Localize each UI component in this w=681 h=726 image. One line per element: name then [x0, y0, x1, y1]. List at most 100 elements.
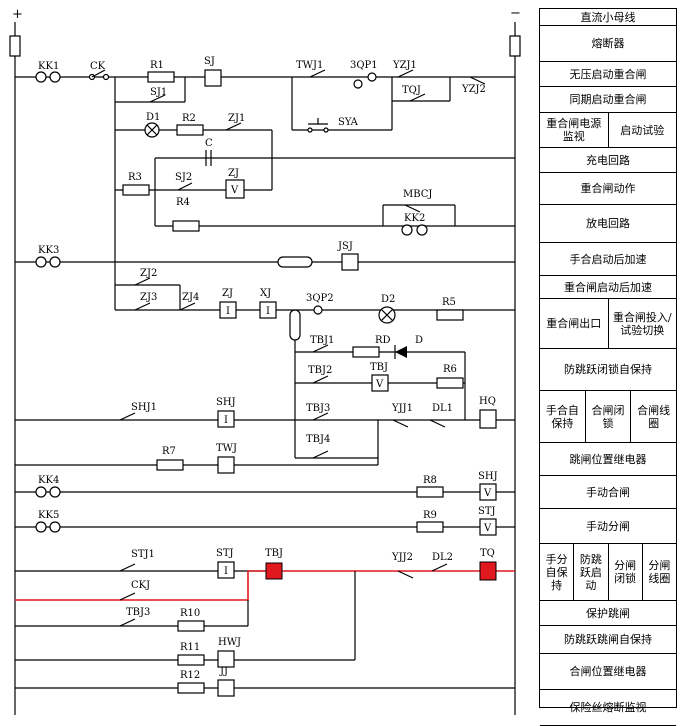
- table-cell: 无压启动重合闸: [569, 67, 647, 81]
- resistor-r8: [416, 486, 444, 498]
- table-cell: 防跳跃闭锁自保持: [564, 363, 652, 376]
- label-r4: R4: [176, 197, 190, 208]
- label-r10: R10: [180, 608, 200, 619]
- table-cell: 合闸线圈: [637, 403, 671, 430]
- label-jj: JJ: [219, 666, 228, 677]
- table-row: 保险丝熔断监视: [540, 690, 676, 726]
- table-cell: 手动合闸: [586, 485, 630, 499]
- label-xj: XJ: [260, 288, 271, 299]
- label-hq: HQ: [479, 396, 496, 407]
- label-ckj: CKJ: [131, 580, 150, 591]
- table-row: 手动合闸: [540, 476, 676, 509]
- table-cell: 手合启动后加速: [569, 252, 647, 266]
- label-3qp2: 3QP2: [306, 293, 334, 304]
- label-kk1: KK1: [38, 61, 59, 72]
- label-mbcj: MBCJ: [403, 189, 432, 200]
- table-cell: 跳闸位置继电器: [569, 452, 647, 466]
- label-zj: ZJ: [228, 168, 239, 179]
- label-shj-2: SHJ: [478, 471, 498, 482]
- label-xj-i: I: [266, 306, 270, 317]
- table-cell: 分闸闭锁: [609, 544, 643, 600]
- label-tbj: TBJ: [370, 362, 388, 373]
- coil-tq: [479, 561, 497, 581]
- label-tqj: TQJ: [402, 85, 421, 96]
- resistor-r6: [436, 377, 464, 389]
- table-row: 防跳跃闭锁自保持: [540, 349, 676, 391]
- label-tq: TQ: [480, 548, 495, 559]
- table-cell: 重合闸电源监视: [540, 113, 609, 147]
- label-yzj2: YZJ2: [461, 84, 486, 95]
- label-tbj-v: V: [375, 379, 384, 390]
- table-row: 跳闸位置继电器: [540, 443, 676, 476]
- table-row: 手合自保持合闸闭锁合闸线圈: [540, 391, 676, 443]
- table-cell: 启动试验: [620, 123, 665, 137]
- resistor-r3: [122, 184, 150, 196]
- resistor-r2: [176, 124, 204, 136]
- table-row: 防跳跃跳闸自保持: [540, 626, 676, 654]
- label-yjj1: YJJ1: [391, 403, 413, 414]
- label-dl2: DL2: [432, 552, 453, 563]
- label-stj-i: I: [224, 566, 228, 577]
- label-shj1: SHJ1: [131, 402, 157, 413]
- table-cell: 重合闸启动后加速: [564, 280, 652, 294]
- table-cell: 防跳跃跳闸自保持: [564, 633, 652, 646]
- label-zj4: ZJ4: [182, 292, 199, 303]
- label-r11: R11: [180, 642, 200, 653]
- resistor-r9: [416, 521, 444, 533]
- coil-tbj: [265, 562, 283, 580]
- table-row: 充电回路: [540, 148, 676, 173]
- label-tbj3-2: TBJ3: [126, 607, 150, 618]
- label-kk2: KK2: [404, 213, 425, 224]
- label-zj-v: V: [230, 185, 239, 196]
- table-cell: 合闸位置继电器: [569, 665, 647, 678]
- resistor-r12: [177, 682, 205, 694]
- label-tbj-2: TBJ: [265, 548, 283, 559]
- table-cell: 防跳跃启动: [574, 544, 609, 600]
- table-row: 重合闸出口重合闸投入/试验切换: [540, 299, 676, 349]
- relay-hwj: [217, 650, 235, 668]
- label-sya: SYA: [338, 117, 359, 128]
- table-row: 直流小母线: [540, 9, 676, 26]
- relay-zj-i: [219, 301, 237, 319]
- relay-jj: [217, 679, 235, 697]
- label-shj-i: I: [224, 415, 228, 426]
- label-yjj2: YJJ2: [391, 552, 413, 563]
- diode-d: [395, 346, 407, 358]
- table-cell: 熔断器: [591, 37, 625, 50]
- label-stj: STJ: [216, 548, 234, 559]
- label-3qp1: 3QP1: [350, 60, 378, 71]
- table-row: 放电回路: [540, 205, 676, 243]
- relay-jsj: [341, 253, 359, 271]
- label-d2: D2: [381, 294, 395, 305]
- label-sj: SJ: [204, 56, 215, 67]
- table-cell: 手动分闸: [586, 519, 630, 533]
- table-cell: 充电回路: [586, 153, 630, 167]
- resistor-r5: [436, 309, 464, 321]
- table-cell: 分闸线圈: [648, 559, 671, 585]
- label-zj2: ZJ2: [140, 268, 157, 279]
- relay-twj: [217, 456, 235, 474]
- relay-stj-v: [479, 518, 497, 536]
- label-stj1: STJ1: [131, 549, 155, 560]
- label-tbj2: TBJ2: [308, 365, 332, 376]
- label-d1: D1: [146, 112, 160, 123]
- table-row: 合闸位置继电器: [540, 654, 676, 690]
- label-shj: SHJ: [216, 397, 236, 408]
- label-zj-2: ZJ: [222, 288, 233, 299]
- function-table: 直流小母线熔断器无压启动重合闸同期启动重合闸重合闸电源监视启动试验充电回路重合闸…: [539, 8, 677, 726]
- table-cell: 重合闸动作: [580, 182, 636, 195]
- label-r9: R9: [423, 510, 437, 521]
- relay-tbj-v: [371, 374, 389, 392]
- resistor-r4: [172, 220, 200, 232]
- coil-hq: [479, 409, 497, 429]
- table-cell: 重合闸投入/试验切换: [612, 310, 672, 337]
- label-jsj: JSJ: [337, 241, 353, 252]
- label-dl1: DL1: [432, 403, 453, 414]
- resistor-r7: [156, 459, 184, 471]
- plus-sign: +: [12, 7, 23, 22]
- table-row: 手合启动后加速: [540, 243, 676, 276]
- label-yzj1: YZJ1: [392, 60, 417, 71]
- label-twj: TWJ: [216, 443, 237, 454]
- label-r2: R2: [182, 113, 196, 124]
